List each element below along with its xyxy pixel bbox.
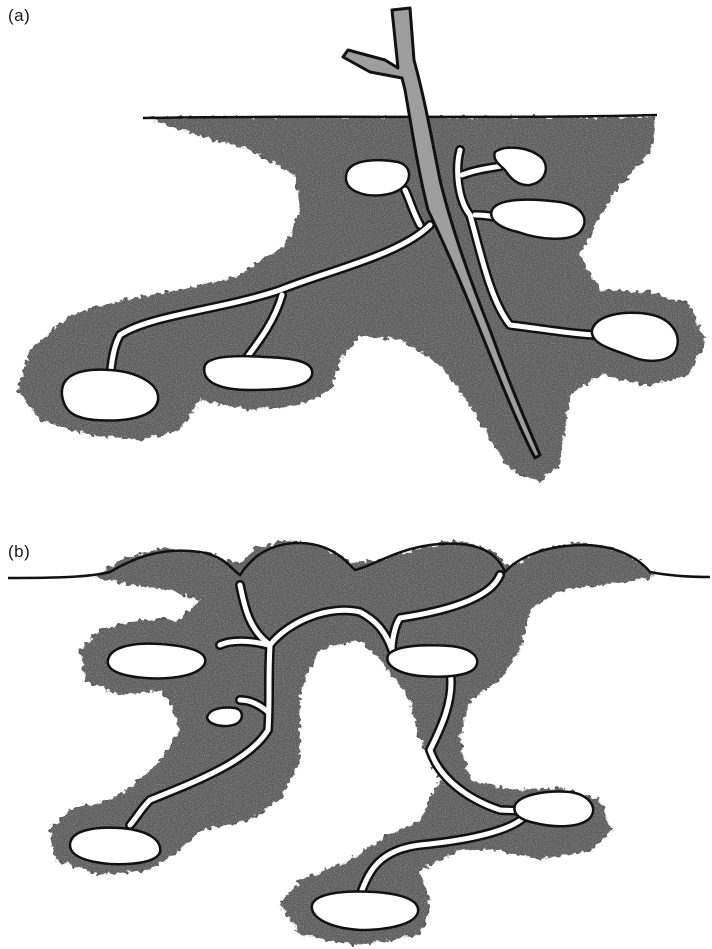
chamber-b4: [70, 828, 160, 865]
chamber-b6: [312, 892, 418, 930]
chamber-b5: [514, 792, 593, 827]
chamber-a2: [204, 356, 312, 390]
chamber-a3: [346, 160, 409, 195]
panel-b-diagram: [8, 540, 710, 945]
chamber-b1: [108, 644, 206, 679]
chamber-b3: [387, 645, 477, 676]
panel-a-diagram: [18, 8, 705, 482]
chamber-b2: [207, 707, 242, 726]
